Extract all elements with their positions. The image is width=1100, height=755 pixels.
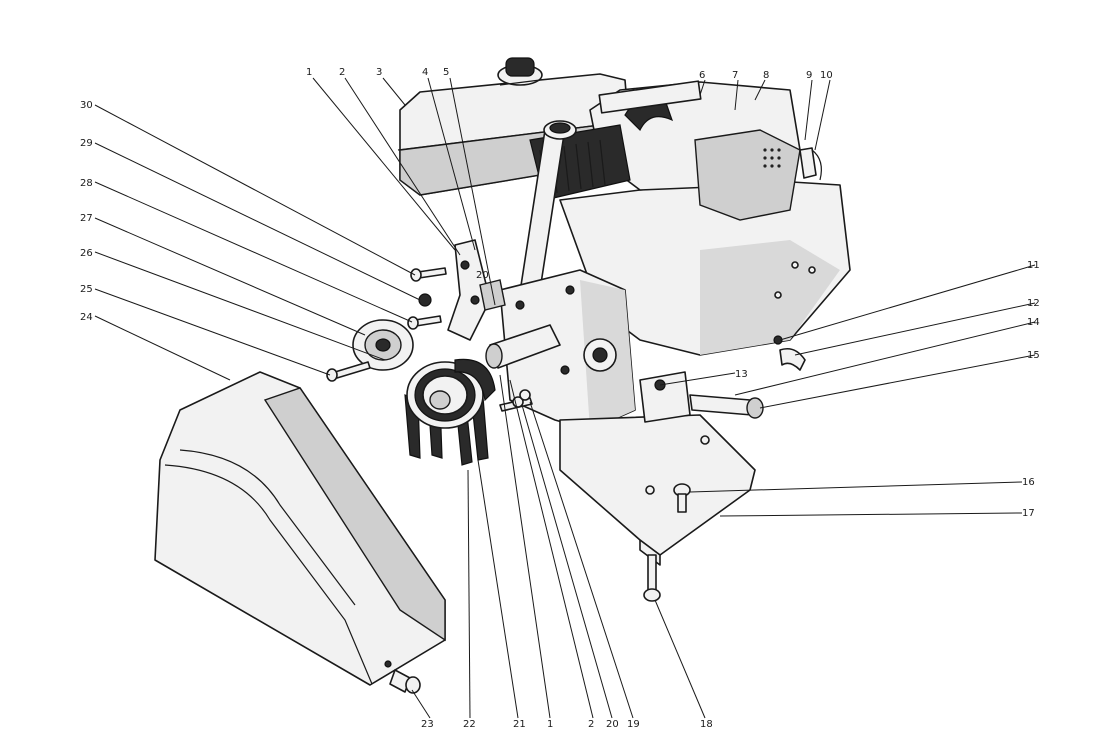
engine-mount [639,371,691,423]
bolt-23 [389,669,421,694]
callout-2-bottom: 2 [588,719,594,730]
callout-25: 25 [80,284,93,295]
callout-26: 26 [80,248,93,259]
callout-5: 5 [443,67,449,78]
callout-1-bottom: 1 [547,719,553,730]
callout-16: 16 [1022,477,1035,488]
callout-12: 12 [1027,298,1040,309]
callout-15: 15 [1027,350,1040,361]
belt-cover [154,371,446,686]
spark-plug [799,147,822,181]
engine-shroud [529,80,851,356]
idler-pulley [352,319,414,371]
callout-24: 24 [80,312,93,323]
callout-3: 3 [376,67,382,78]
nut-29 [418,293,432,307]
callout-10: 10 [820,70,833,81]
callout-23: 23 [421,719,434,730]
callout-11: 11 [1027,260,1040,271]
callout-27: 27 [80,213,93,224]
callout-13: 13 [735,369,748,380]
gear-housing [499,269,636,431]
crankshaft-bolt [689,394,764,419]
bolt-25 [326,361,371,382]
callout-4: 4 [422,67,428,78]
engine-grille [763,148,781,168]
callout-18: 18 [700,719,713,730]
bolt-28 [407,315,442,330]
callout-28: 28 [80,178,93,189]
callout-17: 17 [1022,508,1035,519]
drive-shaft [485,324,561,369]
retainer-clip [773,335,806,371]
callout-9: 9 [806,70,812,81]
callout-7: 7 [732,70,738,81]
engine-pulley [406,358,496,429]
callout-22: 22 [463,719,476,730]
callout-30: 30 [80,100,93,111]
callout-21: 21 [513,719,526,730]
callout-2: 2 [339,67,345,78]
callout-29: 29 [80,138,93,149]
idler-bracket [447,239,506,341]
bolt-30 [410,267,447,282]
callout-14: 14 [1027,317,1040,328]
stud-18 [643,554,661,602]
bolt-16 [673,483,691,513]
base-plate [559,414,756,566]
callout-8: 8 [763,70,769,81]
leader-lines [94,77,1036,719]
callout-19: 19 [627,719,640,730]
callout-20-top: 20 [476,270,489,281]
callout-labels: 1 2 3 4 5 6 7 8 9 10 11 12 13 14 15 16 1… [80,67,1040,730]
callout-6: 6 [699,70,705,81]
callout-1: 1 [306,67,312,78]
callout-20-bottom: 20 [606,719,619,730]
